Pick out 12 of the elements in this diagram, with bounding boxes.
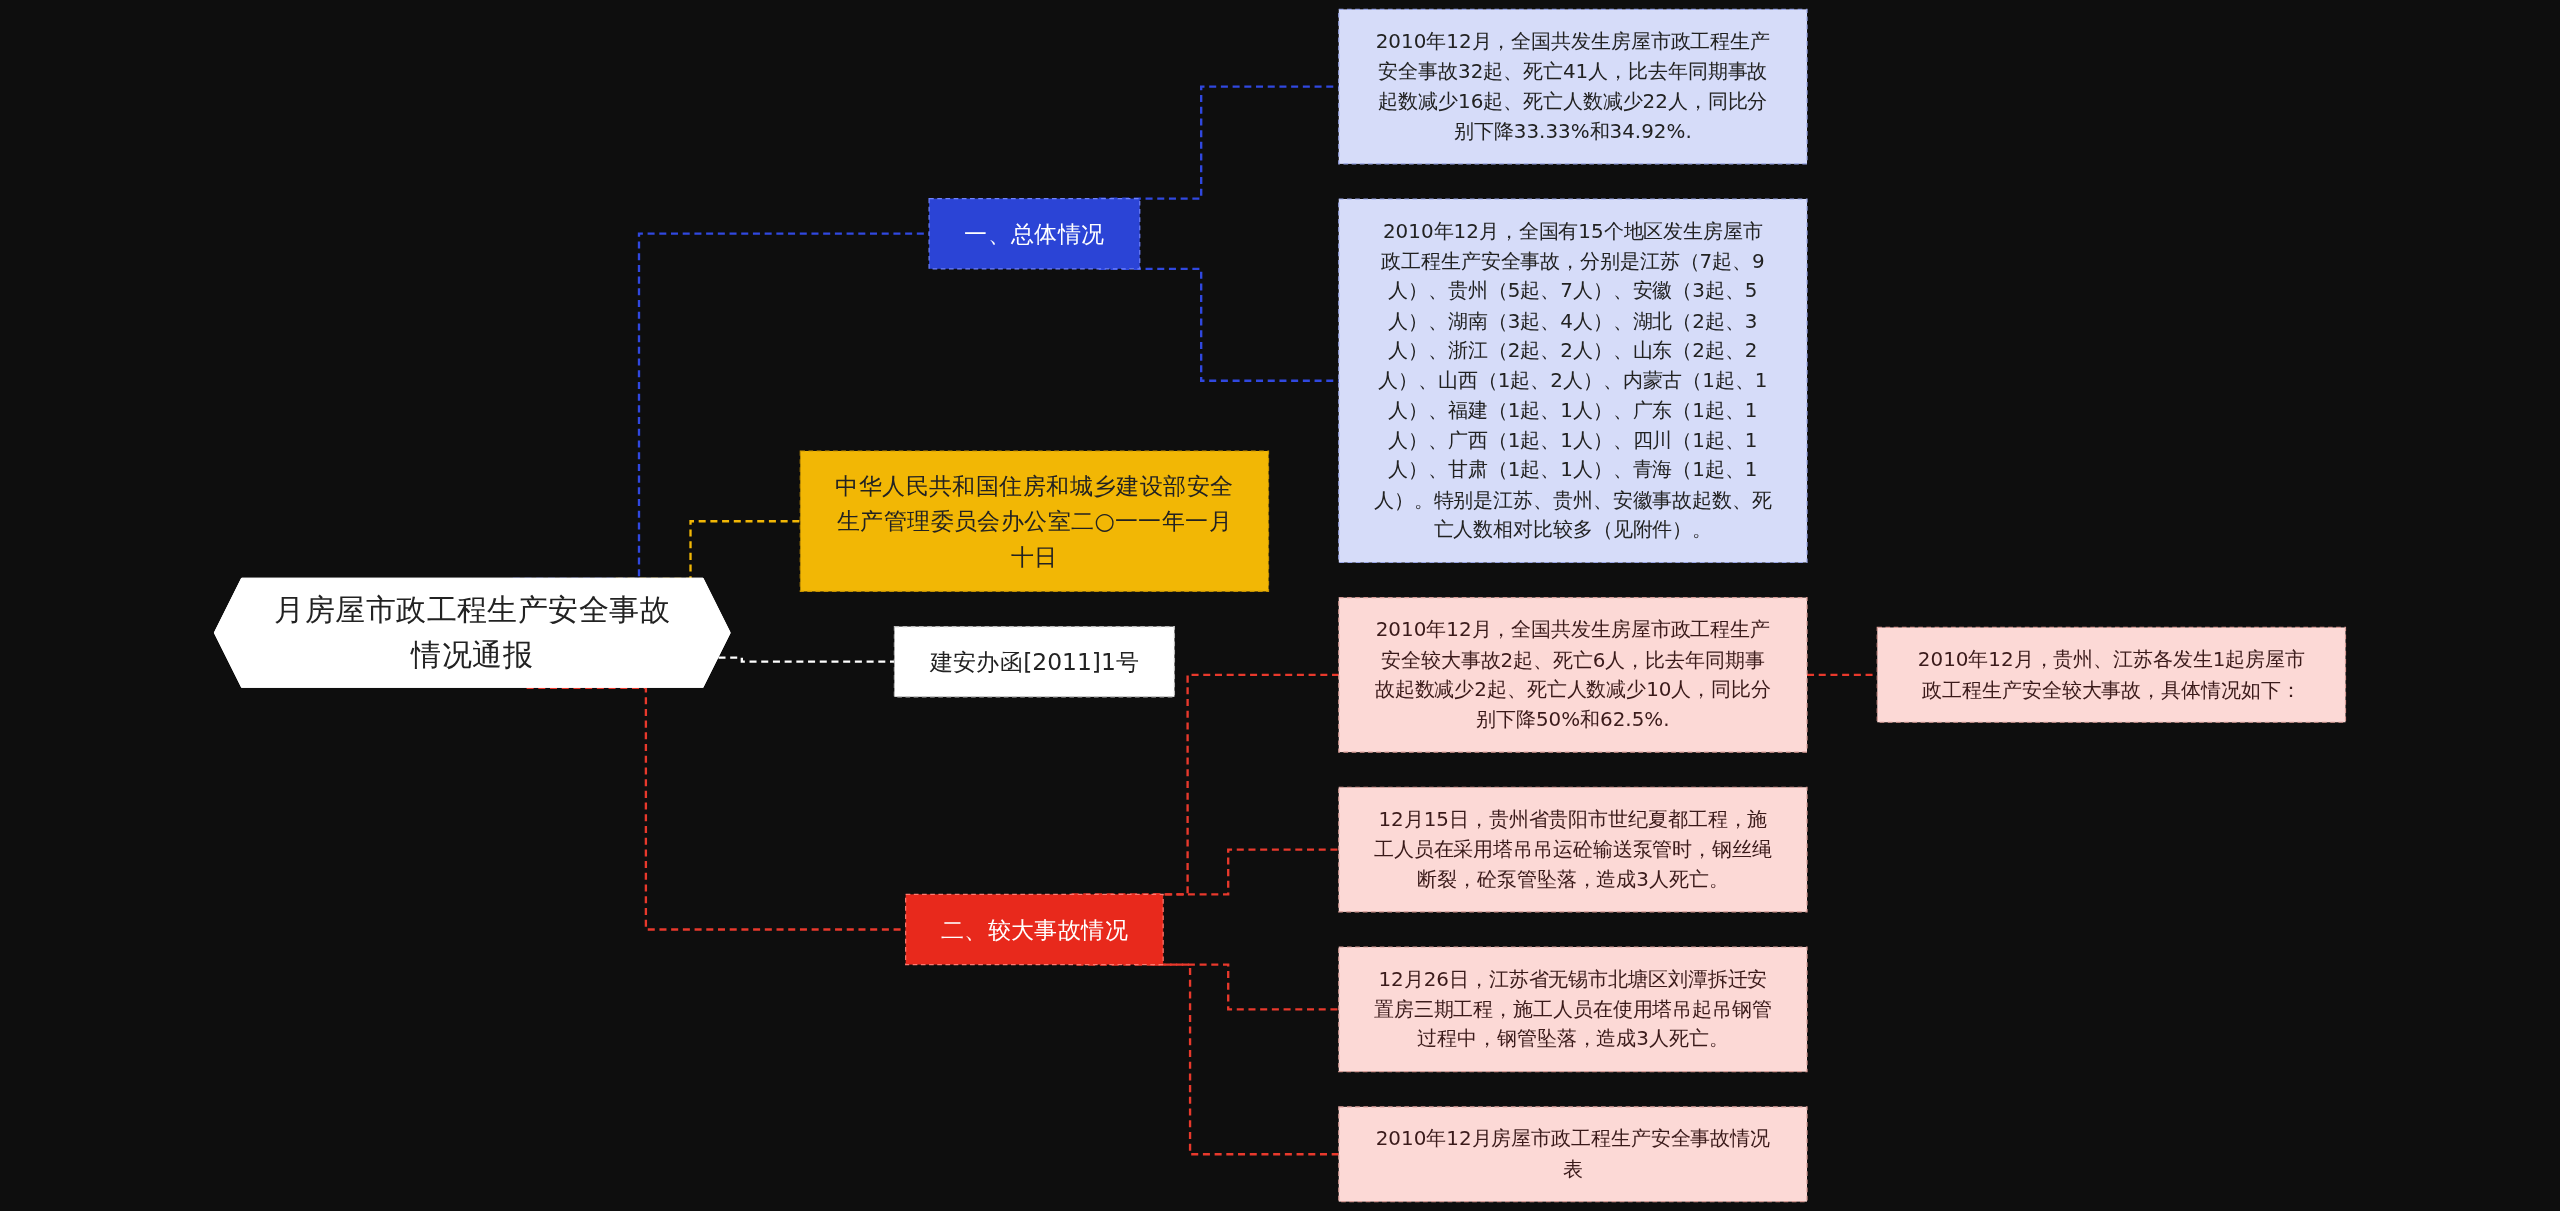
node-box: 2010年12月房屋市政工程生产安全事故情况表: [1338, 1106, 1808, 1203]
node-box: 中华人民共和国住房和城乡建设部安全生产管理委员会办公室二○一一年一月十日: [799, 450, 1270, 593]
node-box: 12月15日，贵州省贵阳市世纪夏都工程，施工人员在采用塔吊吊运砼输送泵管时，钢丝绳断裂，砼泵管坠落，造成3人死亡。: [1338, 786, 1808, 913]
node-box: 建安办函[2011]1号: [893, 626, 1176, 698]
node-box: 2010年12月，贵州、江苏各发生1起房屋市政工程生产安全较大事故，具体情况如下：: [1876, 626, 2347, 723]
node-box: 12月26日，江苏省无锡市北塘区刘潭拆迁安置房三期工程，施工人员在使用塔吊起吊钢管过程中，钢管坠落，造成3人死亡。: [1338, 946, 1808, 1073]
node-box: 2010年12月，全国共发生房屋市政工程生产安全事故32起、死亡41人，比去年同期事故起数减少16起、死亡人数减少22人，同比分别下降33.33%和34.92%.: [1338, 8, 1808, 165]
node-box: 2010年12月，全国共发生房屋市政工程生产安全较大事故2起、死亡6人，比去年同期事故起数减少2起、死亡人数减少10人，同比分别下降50%和62.5%.: [1338, 597, 1808, 753]
node-box: 一、总体情况: [928, 198, 1141, 270]
connector: [718, 656, 895, 663]
node-box: 2010年12月，全国有15个地区发生房屋市政工程生产安全事故，分别是江苏（7起、9人）、贵州（5起、7人）、安徽（3起、5人）、湖南（3起、4人）、湖北（2起、3人）、浙江（2起、2人）、山东（2起、2人）、山西（1起、2人）、内蒙古（1起、1人）、福建（1起、1人）、广东（1起、1人）、广西（1起、1人）、四川（1起、1人）、甘肃（1起、1人）、青海（1起、1人）。特别是江苏、贵州、安徽事故起数、死亡人数相对比较多（见附件）。: [1338, 198, 1808, 564]
node-box: 二、较大事故情况: [905, 893, 1164, 966]
